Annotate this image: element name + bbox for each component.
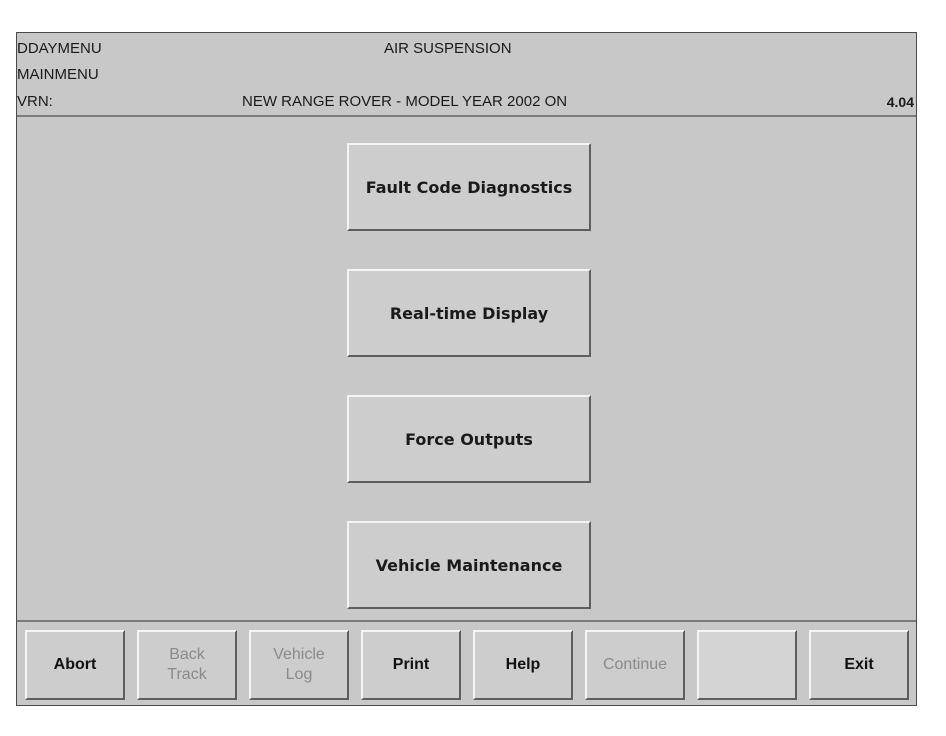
vehicle-log-button-label: Vehicle Log bbox=[273, 646, 325, 683]
exit-button-label: Exit bbox=[844, 656, 874, 673]
software-version: 4.04 bbox=[886, 94, 914, 110]
vehicle-maintenance-button[interactable]: Vehicle Maintenance bbox=[347, 521, 591, 609]
abort-button-label: Abort bbox=[53, 656, 97, 673]
help-button-label: Help bbox=[505, 656, 541, 673]
help-button[interactable]: Help bbox=[473, 630, 573, 700]
force-outputs-button[interactable]: Force Outputs bbox=[347, 395, 591, 483]
back-track-button-label: Back Track bbox=[167, 646, 207, 683]
continue-button[interactable]: Continue bbox=[585, 630, 685, 700]
real-time-display-button[interactable]: Real-time Display bbox=[347, 269, 591, 357]
back-track-button[interactable]: Back Track bbox=[137, 630, 237, 700]
vehicle-model: NEW RANGE ROVER - MODEL YEAR 2002 ON bbox=[242, 93, 568, 110]
fault-code-diagnostics-button[interactable]: Fault Code Diagnostics bbox=[347, 143, 591, 231]
diagnostic-screen: DDAYMENU MAINMENU VRN: AIR SUSPENSION NE… bbox=[16, 32, 917, 706]
blank-function-button[interactable] bbox=[697, 630, 797, 700]
abort-button[interactable]: Abort bbox=[25, 630, 125, 700]
vrn-label: VRN: bbox=[17, 93, 53, 110]
exit-button[interactable]: Exit bbox=[809, 630, 909, 700]
bottom-toolbar: Abort Back Track Vehicle Log Print Help … bbox=[17, 620, 916, 705]
page-title: AIR SUSPENSION bbox=[384, 40, 512, 57]
header-bar: DDAYMENU MAINMENU VRN: AIR SUSPENSION NE… bbox=[17, 33, 916, 117]
menu-path-level-2: MAINMENU bbox=[17, 66, 99, 83]
vehicle-log-button[interactable]: Vehicle Log bbox=[249, 630, 349, 700]
menu-path-level-1: DDAYMENU bbox=[17, 40, 102, 57]
print-button-label: Print bbox=[392, 656, 430, 673]
continue-button-label: Continue bbox=[602, 656, 668, 673]
print-button[interactable]: Print bbox=[361, 630, 461, 700]
